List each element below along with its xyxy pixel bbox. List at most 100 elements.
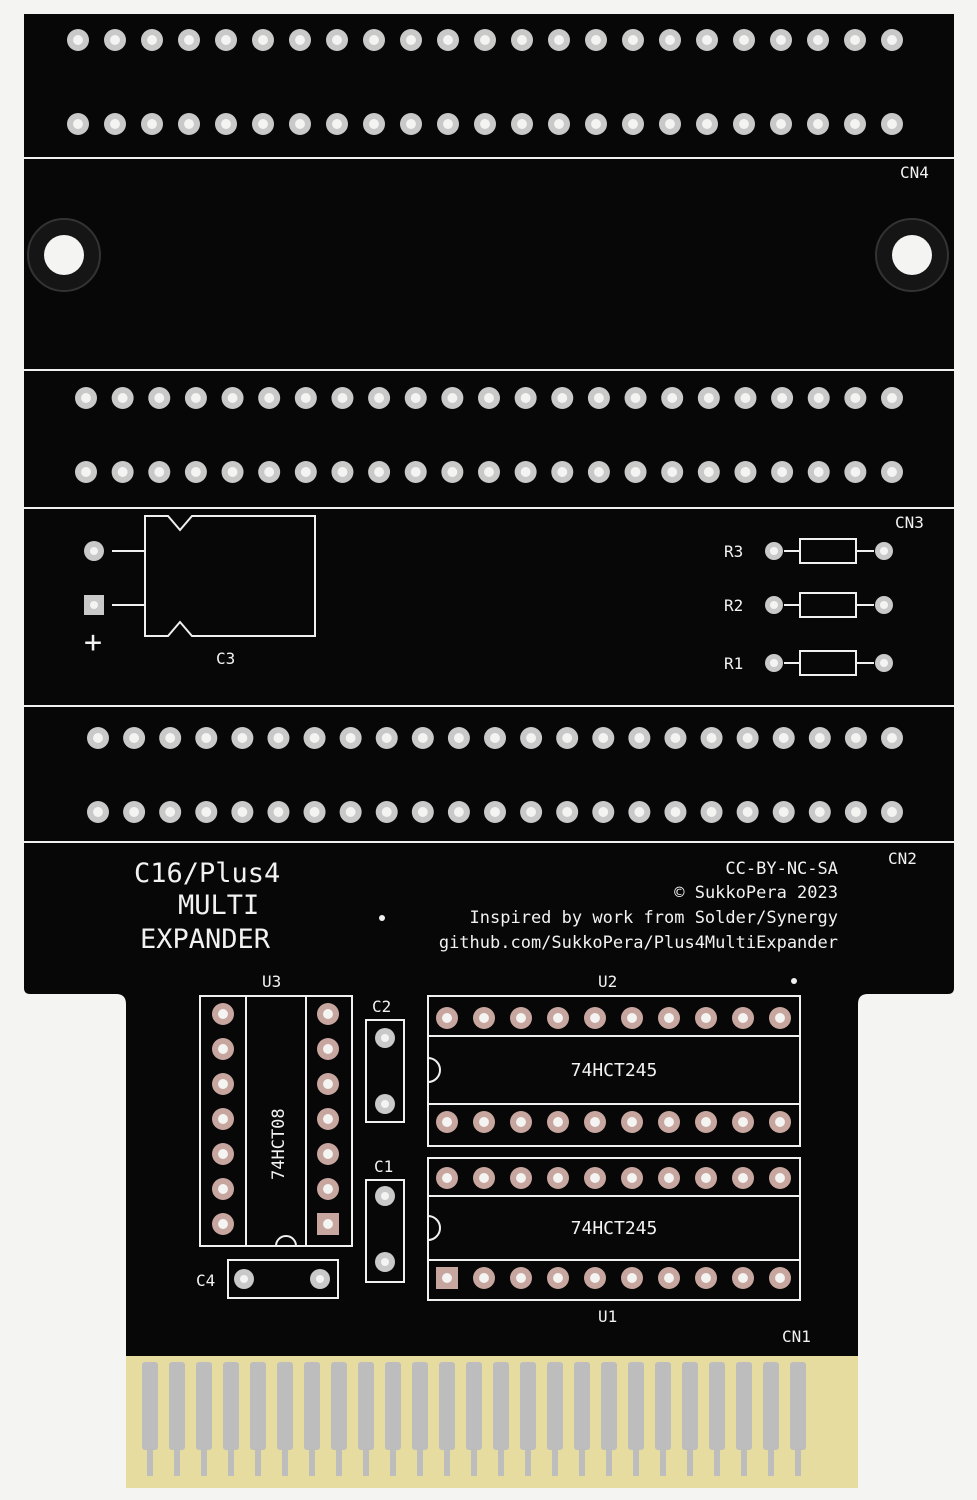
header-pad-hole <box>295 35 305 45</box>
header-pad-hole <box>887 119 897 129</box>
edge-finger <box>142 1362 158 1450</box>
header-pad-hole <box>81 467 91 477</box>
c3-polarity-mark: + <box>84 625 102 660</box>
header-pad-hole <box>813 35 823 45</box>
edge-finger-tail <box>174 1450 180 1476</box>
ic-pad-hole <box>701 1117 711 1127</box>
c2-label: C2 <box>372 997 391 1016</box>
repo-text: github.com/SukkoPera/Plus4MultiExpander <box>439 933 838 953</box>
header-pad-hole <box>740 393 751 403</box>
ic-pad-hole <box>218 1009 228 1019</box>
header-pad-hole <box>777 393 788 403</box>
edge-finger-tail <box>525 1450 531 1476</box>
ic-pad-hole <box>218 1184 228 1194</box>
ic-u3-outline <box>199 995 353 1247</box>
ic-pad-hole <box>627 1173 637 1183</box>
header-pad-hole <box>309 733 320 743</box>
edge-finger-tail <box>633 1450 639 1476</box>
header-pad-hole <box>557 393 568 403</box>
ic-pad-hole <box>738 1117 748 1127</box>
edge-connector-fingers <box>142 1362 806 1476</box>
edge-finger-tail <box>498 1450 504 1476</box>
header-pad-hole <box>850 807 861 817</box>
ic-pad-hole <box>590 1117 600 1127</box>
capacitor-c1 <box>365 1179 405 1283</box>
header-pad-hole <box>227 467 238 477</box>
edge-finger-tail <box>579 1450 585 1476</box>
edge-finger-tail <box>201 1450 207 1476</box>
ic-pad-hole <box>590 1273 600 1283</box>
header-pad-hole <box>634 807 645 817</box>
header-pad-hole <box>381 733 392 743</box>
header-pad-hole <box>554 119 564 129</box>
resistor-pad-hole <box>879 600 889 610</box>
header-pad-hole <box>81 393 91 403</box>
edge-finger-tail <box>336 1450 342 1476</box>
header-pad-hole <box>670 733 681 743</box>
header-pad-hole <box>117 393 128 403</box>
header-pad-hole <box>776 119 786 129</box>
header-pad-hole <box>670 807 681 817</box>
edge-finger-tail <box>795 1450 801 1476</box>
resistor-pad-hole <box>879 658 889 668</box>
header-pad-hole <box>73 35 83 45</box>
header-pad-hole <box>630 467 641 477</box>
ic-pad-hole <box>701 1173 711 1183</box>
ic-pad-hole <box>323 1184 333 1194</box>
header-pad-rows <box>67 29 903 823</box>
header-pad-hole <box>406 35 416 45</box>
edge-finger <box>223 1362 239 1450</box>
ic-pad-hole <box>775 1117 785 1127</box>
header-pad-hole <box>264 393 275 403</box>
mounting-hole-right <box>875 218 949 292</box>
edge-finger-tail <box>471 1450 477 1476</box>
header-pad-hole <box>110 119 120 129</box>
ic-pad-hole <box>775 1273 785 1283</box>
edge-finger-tail <box>606 1450 612 1476</box>
header-pad-hole <box>381 807 392 817</box>
header-pad-hole <box>703 393 714 403</box>
header-pad-hole <box>665 35 675 45</box>
ic-pad-hole <box>553 1173 563 1183</box>
header-pad-hole <box>850 733 861 743</box>
edge-finger-tail <box>444 1450 450 1476</box>
header-pad-hole <box>850 467 861 477</box>
c1-label: C1 <box>374 1157 393 1176</box>
r2-label: R2 <box>724 596 743 615</box>
ic-pad-hole <box>738 1013 748 1023</box>
pcb-board <box>24 14 954 1488</box>
header-pad-hole <box>628 119 638 129</box>
edge-finger <box>277 1362 293 1450</box>
header-pad-hole <box>443 119 453 129</box>
header-pad-hole <box>777 467 788 477</box>
edge-finger <box>520 1362 536 1450</box>
header-pad-hole <box>667 393 678 403</box>
header-pad-hole <box>369 119 379 129</box>
u1-label: U1 <box>598 1307 617 1326</box>
header-pad-hole <box>742 733 753 743</box>
ic-pad-hole <box>479 1173 489 1183</box>
header-pad-hole <box>628 35 638 45</box>
header-pad-hole <box>517 35 527 45</box>
header-pad-hole <box>237 733 248 743</box>
edge-finger-tail <box>390 1450 396 1476</box>
edge-finger-tail <box>660 1450 666 1476</box>
edge-finger <box>196 1362 212 1450</box>
header-pad-hole <box>93 733 103 743</box>
resistor-pad-hole <box>769 546 779 556</box>
header-pad-hole <box>598 733 609 743</box>
edge-finger <box>601 1362 617 1450</box>
license-text: CC-BY-NC-SA <box>725 859 838 879</box>
board-title-line2: MULTI <box>178 890 259 921</box>
header-pad-hole <box>702 119 712 129</box>
ic-u2-outline <box>427 995 801 1147</box>
edge-finger <box>763 1362 779 1450</box>
edge-finger <box>439 1362 455 1450</box>
u1-part-number: 74HCT245 <box>571 1218 658 1239</box>
header-pad-hole <box>598 807 609 817</box>
ic-pad-hole <box>775 1013 785 1023</box>
header-pad-hole <box>484 393 494 403</box>
ic-pad-hole <box>516 1117 526 1127</box>
header-pad-hole <box>887 393 897 403</box>
header-pad-hole <box>702 35 712 45</box>
